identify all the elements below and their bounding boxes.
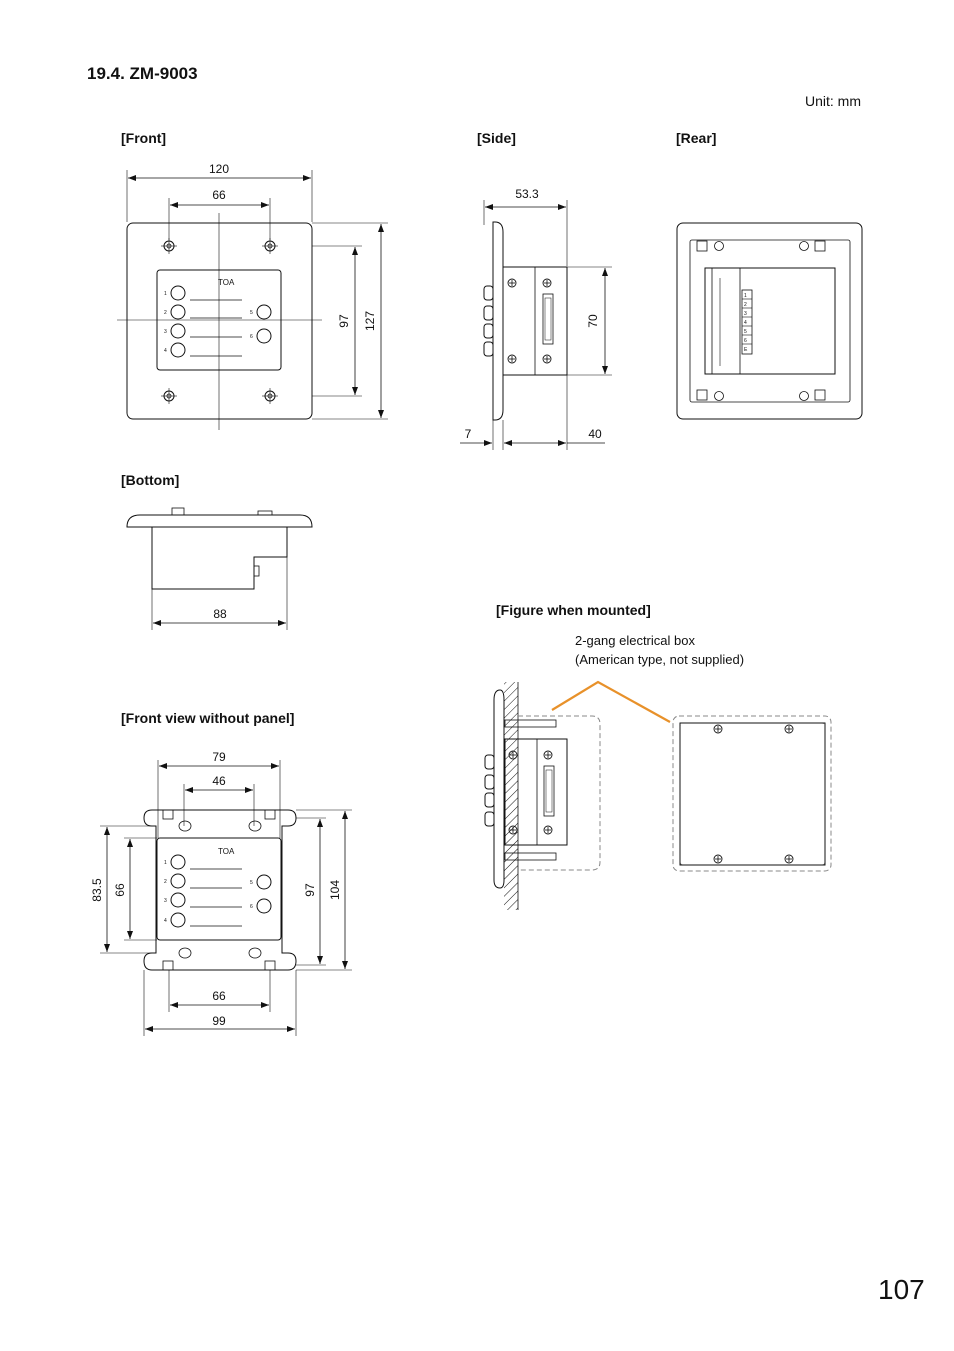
dim-front-inner-height: 97	[337, 314, 351, 328]
np-logo: TOA	[218, 847, 235, 856]
dim-bottom-width: 88	[213, 607, 227, 621]
dim-front-width: 120	[209, 162, 229, 176]
front-view-drawing	[117, 170, 388, 430]
dim-np-width-inner: 46	[212, 774, 226, 788]
dim-front-inner-width: 66	[212, 188, 226, 202]
mounted-view-drawing	[484, 680, 832, 910]
dim-np-width-top: 79	[212, 750, 226, 764]
dim-np-height-outer-right: 104	[328, 880, 342, 900]
btn-num-5: 5	[250, 310, 253, 316]
term-num-2: 2	[744, 302, 747, 308]
term-num-3: 3	[744, 311, 747, 317]
term-num-5: 5	[744, 329, 747, 335]
term-num-6: 6	[744, 338, 747, 344]
term-num-1: 1	[744, 293, 747, 299]
front-no-panel-label: [Front view without panel]	[121, 710, 295, 726]
np-btn-num-6: 6	[250, 904, 253, 910]
dim-side-body: 40	[588, 427, 602, 441]
side-view-drawing	[460, 200, 612, 450]
dim-np-height-right: 97	[303, 883, 317, 897]
np-btn-num-2: 2	[164, 879, 167, 885]
dim-np-width-bottom-inner: 66	[212, 989, 226, 1003]
dim-front-height: 127	[363, 311, 377, 331]
np-btn-num-4: 4	[164, 918, 167, 924]
btn-num-3: 3	[164, 329, 167, 335]
dim-side-panel: 7	[465, 427, 472, 441]
np-btn-num-3: 3	[164, 898, 167, 904]
dim-np-width-bottom: 99	[212, 1014, 226, 1028]
rear-view-label: [Rear]	[676, 130, 717, 146]
side-view-label: [Side]	[477, 130, 516, 146]
dim-side-height: 70	[586, 314, 600, 328]
page-number: 107	[878, 1274, 925, 1305]
term-num-4: 4	[744, 320, 747, 326]
btn-num-6: 6	[250, 334, 253, 340]
front-logo: TOA	[218, 278, 235, 287]
page-title: 19.4. ZM-9003	[87, 64, 198, 83]
dim-np-height-left: 83.5	[90, 878, 104, 902]
unit-label: Unit: mm	[805, 93, 861, 109]
mounted-note-line2: (American type, not supplied)	[575, 652, 745, 667]
dim-side-depth: 53.3	[515, 187, 539, 201]
rear-view-drawing	[676, 222, 863, 420]
np-btn-num-1: 1	[164, 860, 167, 866]
mounted-note-line1: 2-gang electrical box	[575, 633, 695, 648]
bottom-view-label: [Bottom]	[121, 472, 180, 488]
btn-num-1: 1	[164, 291, 167, 297]
term-num-e: E	[744, 347, 748, 353]
front-view-label: [Front]	[121, 130, 167, 146]
btn-num-2: 2	[164, 310, 167, 316]
btn-num-4: 4	[164, 348, 167, 354]
np-btn-num-5: 5	[250, 880, 253, 886]
front-no-panel-drawing	[100, 760, 352, 1036]
dim-np-height-inner-left: 66	[113, 883, 127, 897]
mounted-view-label: [Figure when mounted]	[496, 602, 651, 618]
bottom-view-drawing	[126, 507, 313, 630]
